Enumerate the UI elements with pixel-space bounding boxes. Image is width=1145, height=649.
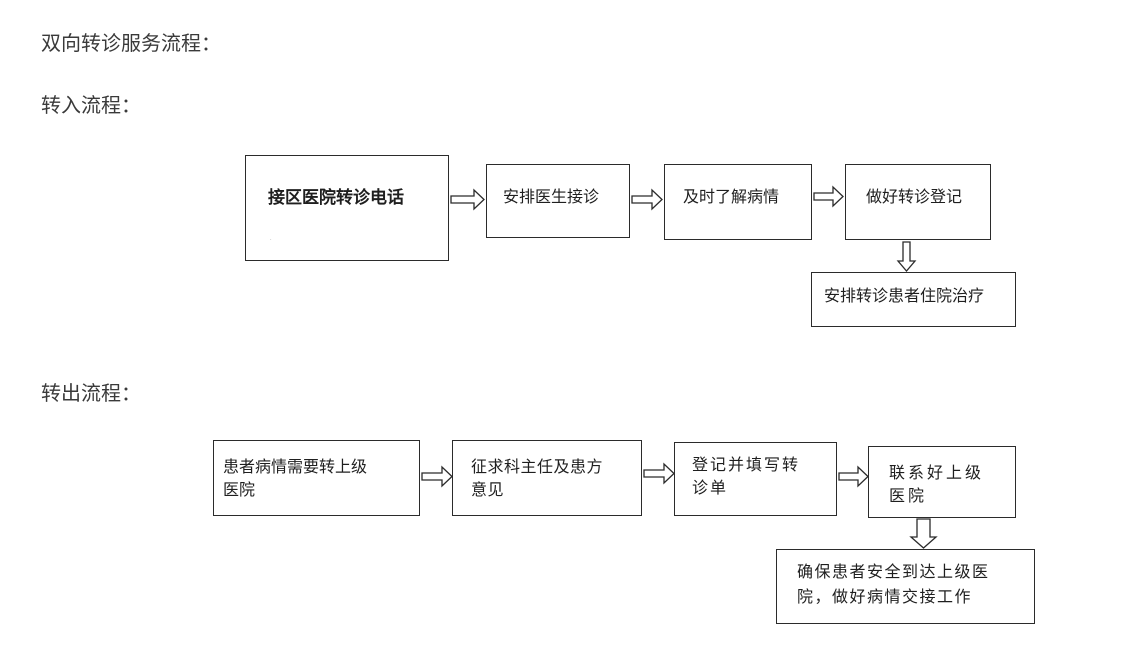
- in-arrow-3: [813, 185, 844, 208]
- out-step-4-line-1: 联系好上级: [889, 463, 985, 482]
- out-step-3-line-2: 诊单: [692, 478, 729, 498]
- in-step-2-line-1: 安排医生接诊: [503, 187, 600, 206]
- out-step-2-line-2: 意见: [471, 480, 505, 500]
- out-step-ensure-safety: 确保患者安全到达上级医 院，做好病情交接工作: [776, 549, 1035, 624]
- out-step-seek-opinion: 征求科主任及患方 意见: [452, 440, 642, 516]
- out-step-contact-hospital: 联系好上级 医院: [868, 446, 1016, 518]
- in-step-arrange-doctor: 安排医生接诊: [486, 164, 630, 238]
- in-step-5-line-1: 安排转诊患者住院治疗: [824, 286, 985, 305]
- in-step-receive-call: 接区医院转诊电话 .: [245, 155, 449, 261]
- in-step-4-line-1: 做好转诊登记: [866, 187, 963, 206]
- out-step-fill-form: 登记并填写转 诊单: [674, 442, 837, 516]
- out-step-2-line-1: 征求科主任及患方: [471, 457, 604, 476]
- transfer-in-heading: 转入流程：: [41, 93, 141, 117]
- transfer-out-heading: 转出流程：: [41, 381, 141, 405]
- out-arrow-2: [643, 462, 675, 485]
- out-step-3-line-1: 登记并填写转: [692, 455, 801, 474]
- out-step-5-line-1: 确保患者安全到达上级医: [797, 562, 990, 581]
- out-arrow-1: [421, 465, 453, 488]
- in-step-hospitalize: 安排转诊患者住院治疗: [811, 272, 1016, 327]
- in-step-3-line-1: 及时了解病情: [683, 187, 780, 206]
- in-step-register: 做好转诊登记: [845, 164, 991, 240]
- out-step-5-line-2: 院，做好病情交接工作: [797, 586, 973, 606]
- out-step-1-line-2: 医院: [223, 480, 256, 500]
- out-arrow-down: [909, 518, 938, 549]
- page-title: 双向转诊服务流程：: [41, 31, 221, 55]
- in-step-1-line-1: 接区医院转诊电话: [268, 188, 404, 208]
- out-step-4-line-2: 医院: [889, 486, 928, 506]
- out-arrow-3: [838, 465, 869, 488]
- out-step-1-line-1: 患者病情需要转上级: [223, 457, 368, 476]
- out-step-need-transfer: 患者病情需要转上级 医院: [213, 440, 420, 516]
- in-arrow-down: [896, 241, 917, 273]
- in-step-understand-condition: 及时了解病情: [664, 164, 812, 240]
- in-arrow-1: [450, 188, 485, 211]
- in-step-1-mark: .: [270, 236, 272, 242]
- in-arrow-2: [631, 188, 663, 211]
